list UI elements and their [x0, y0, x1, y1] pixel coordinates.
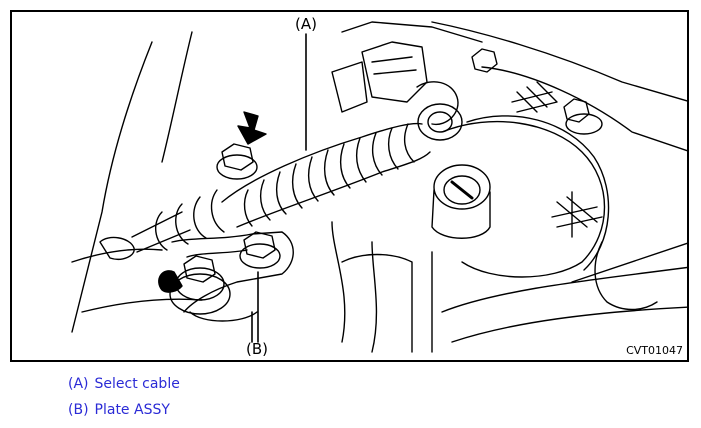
legend-key-b: (B)	[68, 402, 89, 418]
callout-b-label: (B)	[246, 340, 268, 358]
callout-a-label: (A)	[295, 15, 317, 33]
legend-item-a: (A) Select cable	[68, 376, 180, 392]
figure-code: CVT01047	[626, 344, 683, 357]
select-cable-illustration	[71, 21, 687, 353]
figure-frame: (A) (B) CVT01047	[10, 10, 689, 362]
legend-text-b: Plate ASSY	[94, 402, 170, 418]
legend-item-b: (B) Plate ASSY	[68, 402, 170, 418]
legend-text-a: Select cable	[94, 376, 180, 392]
legend-key-a: (A)	[68, 376, 89, 392]
